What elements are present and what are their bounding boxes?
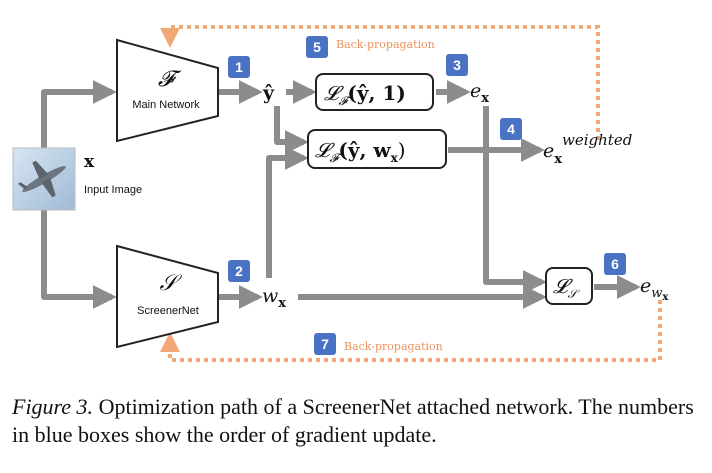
svg-text:𝓛𝓕(ŷ, 1): 𝓛𝓕(ŷ, 1) bbox=[324, 81, 406, 108]
loss-box-main-target: 𝓛𝓕(ŷ, 1) bbox=[315, 73, 434, 111]
svg-text:7: 7 bbox=[321, 336, 329, 352]
data-flow-arrows bbox=[41, 80, 641, 309]
step-badge-5: 5 bbox=[306, 36, 328, 58]
input-label: Input Image bbox=[84, 184, 142, 196]
loss-box-weighted: 𝓛𝓕(ŷ, wx) bbox=[307, 129, 447, 169]
backprop-bottom-path bbox=[160, 300, 662, 362]
main-network-shape bbox=[116, 38, 219, 143]
step-badge-1: 1 bbox=[228, 56, 250, 78]
backprop-bottom-label: Back-propagation bbox=[344, 340, 443, 353]
svg-text:4: 4 bbox=[507, 121, 515, 137]
main-network-block: 𝓕 Main Network bbox=[116, 38, 219, 143]
svg-text:1: 1 bbox=[235, 59, 243, 75]
arrow-input-to-screener bbox=[41, 210, 117, 309]
arrow-ex-to-losss bbox=[483, 106, 547, 294]
step-badge-3: 3 bbox=[446, 54, 468, 76]
main-network-label: Main Network bbox=[132, 99, 200, 111]
step-badge-2: 2 bbox=[228, 260, 250, 282]
caption-label: Figure 3. bbox=[12, 394, 94, 419]
caption-text: Optimization path of a ScreenerNet attac… bbox=[12, 394, 694, 447]
backprop-top-path bbox=[160, 25, 600, 140]
screenernet-label: ScreenerNet bbox=[137, 305, 199, 317]
e-x-symbol: ex bbox=[470, 80, 489, 106]
step-badges: 1 2 3 4 5 6 7 bbox=[228, 36, 626, 355]
y-hat-symbol: ŷ bbox=[262, 82, 275, 104]
step-badge-4: 4 bbox=[500, 118, 522, 140]
input-image bbox=[12, 147, 76, 211]
arrow-yhat-to-loss2 bbox=[274, 106, 309, 154]
w-x-symbol: wx bbox=[262, 285, 286, 311]
airplane-icon bbox=[17, 160, 66, 198]
loss-box-screener: 𝓛𝒮 bbox=[545, 267, 593, 305]
svg-text:6: 6 bbox=[611, 256, 619, 272]
w-x-subscript: x bbox=[278, 296, 286, 311]
step-badge-6: 6 bbox=[604, 253, 626, 275]
backprop-top-label: Back-propagation bbox=[336, 38, 435, 51]
step-badge-7: 7 bbox=[314, 333, 336, 355]
figure-caption: Figure 3. Optimization path of a Screene… bbox=[12, 393, 702, 449]
svg-text:3: 3 bbox=[453, 57, 461, 73]
svg-text:2: 2 bbox=[235, 263, 243, 279]
input-symbol: x bbox=[84, 152, 95, 172]
arrow-input-to-main bbox=[41, 80, 117, 148]
arrow-wx-up-to-loss2 bbox=[266, 146, 309, 278]
backprop-paths bbox=[160, 25, 662, 362]
e-weighted-symbol: exweighted bbox=[543, 131, 632, 167]
screenernet-block: 𝒮 ScreenerNet bbox=[116, 244, 219, 349]
e-wx-symbol: ewx bbox=[640, 275, 669, 303]
svg-text:5: 5 bbox=[313, 39, 321, 55]
screenernet-shape bbox=[116, 244, 219, 349]
